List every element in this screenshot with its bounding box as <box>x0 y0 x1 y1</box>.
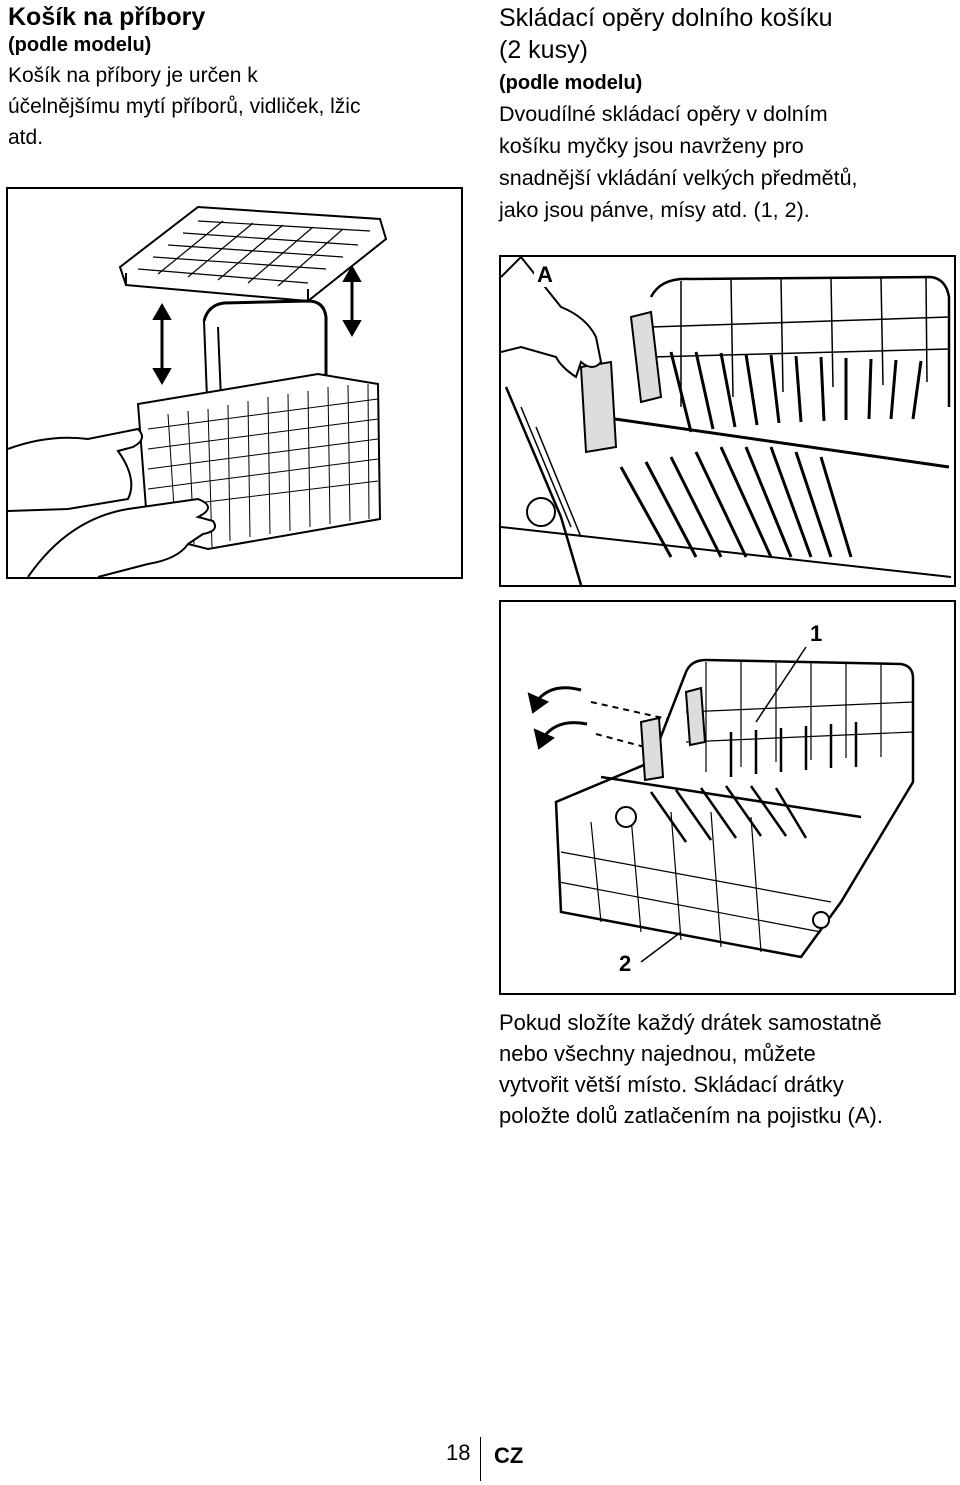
cutlery-basket-description: Košík na příbory je určen k účelnějšímu … <box>8 64 361 149</box>
folding-supports-description: Dvoudílné skládací opěry v dolním košíku… <box>499 102 858 222</box>
label-a: A <box>534 263 556 287</box>
label-1: 1 <box>807 622 826 646</box>
lower-basket-clip-illustration <box>501 257 952 585</box>
folding-supports-heading: Skládací opěry dolního košíku (2 kusy) <box>499 4 833 64</box>
footer-divider <box>480 1437 481 1481</box>
cutlery-basket-subheading: (podle modelu) <box>8 34 152 56</box>
cutlery-basket-illustration <box>8 205 388 577</box>
page-footer: 18 CZ <box>436 1437 556 1481</box>
folding-supports-subheading: (podle modelu) <box>499 72 643 94</box>
label-2: 2 <box>616 952 635 976</box>
language-code: CZ <box>494 1443 524 1468</box>
folding-supports-figure: 1 2 <box>499 600 956 995</box>
left-section: Košík na příbory (podle modelu) Košík na… <box>8 2 468 153</box>
folding-instructions: Pokud složíte každý drátek samostatně ne… <box>499 1010 883 1128</box>
cutlery-basket-figure <box>6 187 463 579</box>
page-number: 18 <box>446 1440 471 1465</box>
right-section: Skládací opěry dolního košíku (2 kusy) (… <box>499 2 959 226</box>
folding-supports-illustration <box>527 646 915 963</box>
bottom-section: Pokud složíte každý drátek samostatně ne… <box>499 1007 959 1131</box>
cutlery-basket-heading: Košík na příbory <box>8 3 206 31</box>
lower-basket-clip-figure: A <box>499 255 956 587</box>
